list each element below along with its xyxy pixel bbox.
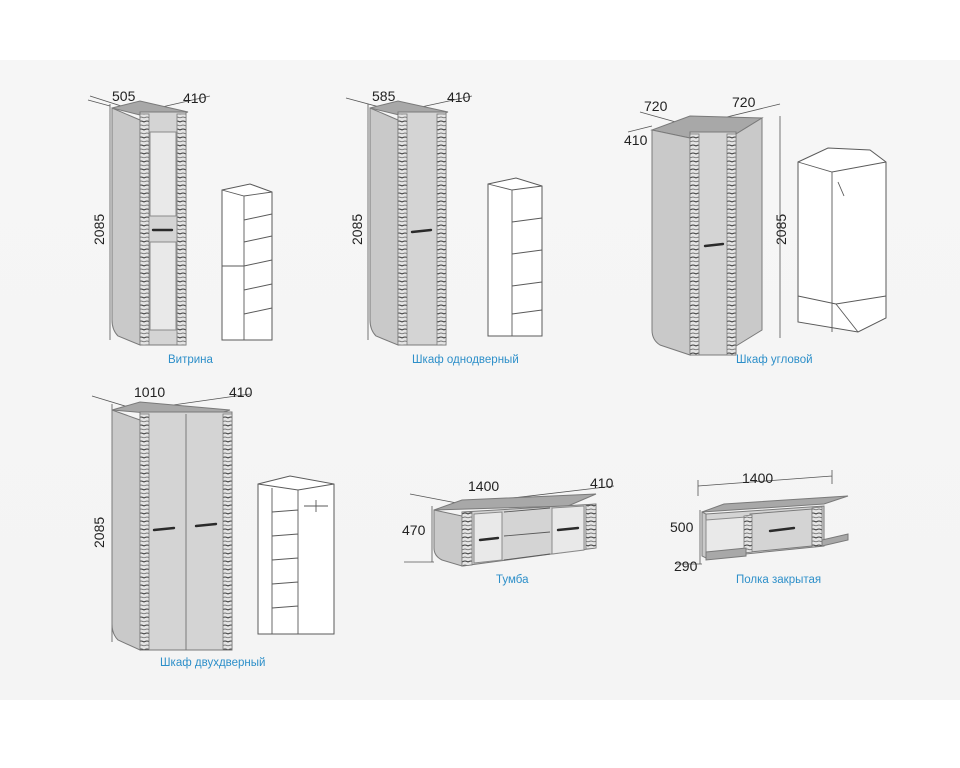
dim-uglovoy-width2: 720: [732, 94, 756, 110]
tumba: 1400 410 470 Тумба: [402, 475, 615, 586]
dim-polka-height: 500: [670, 519, 694, 535]
dim-dvukhdverny-height: 2085: [91, 517, 107, 548]
dim-uglovoy-width: 720: [644, 98, 668, 114]
shkaf-odnodverny: 585 410 2085 Шкаф однодверный: [345, 88, 543, 366]
dim-tumba-height: 470: [402, 522, 426, 538]
caption-dvukhdverny: Шкаф двухдверный: [160, 657, 265, 669]
shkaf-uglovoy: 720 720 410 2085 Шкаф угловой: [624, 94, 887, 366]
dim-polka-depth: 290: [674, 558, 698, 574]
dim-uglovoy-depth: 410: [624, 132, 648, 148]
vitrina: 505 410 2085 Витрина: [87, 88, 273, 366]
caption-tumba: Тумба: [496, 574, 529, 586]
caption-polka: Полка закрытая: [736, 574, 821, 586]
dim-tumba-depth: 410: [590, 475, 614, 491]
caption-uglovoy: Шкаф угловой: [736, 354, 813, 366]
dim-uglovoy-height: 2085: [773, 214, 789, 245]
dim-vitrina-height: 2085: [91, 214, 107, 245]
dim-dvukhdverny-width: 1010: [134, 384, 165, 400]
dim-odnodverny-width: 585: [372, 88, 396, 104]
shkaf-dvukhdverny: 1010 410 2085 Шкаф двухдверный: [91, 384, 335, 669]
dim-tumba-width: 1400: [468, 478, 499, 494]
dim-odnodverny-depth: 410: [447, 89, 471, 105]
dim-vitrina-width: 505: [112, 88, 136, 104]
dim-polka-width: 1400: [742, 470, 773, 486]
polka-zakrytaya: 1400 500 290 Полка закрытая: [670, 470, 849, 586]
dim-vitrina-depth: 410: [183, 90, 207, 106]
dim-odnodverny-height: 2085: [349, 214, 365, 245]
dim-dvukhdverny-depth: 410: [229, 384, 253, 400]
caption-odnodverny: Шкаф однодверный: [412, 354, 519, 366]
caption-vitrina: Витрина: [168, 354, 214, 366]
